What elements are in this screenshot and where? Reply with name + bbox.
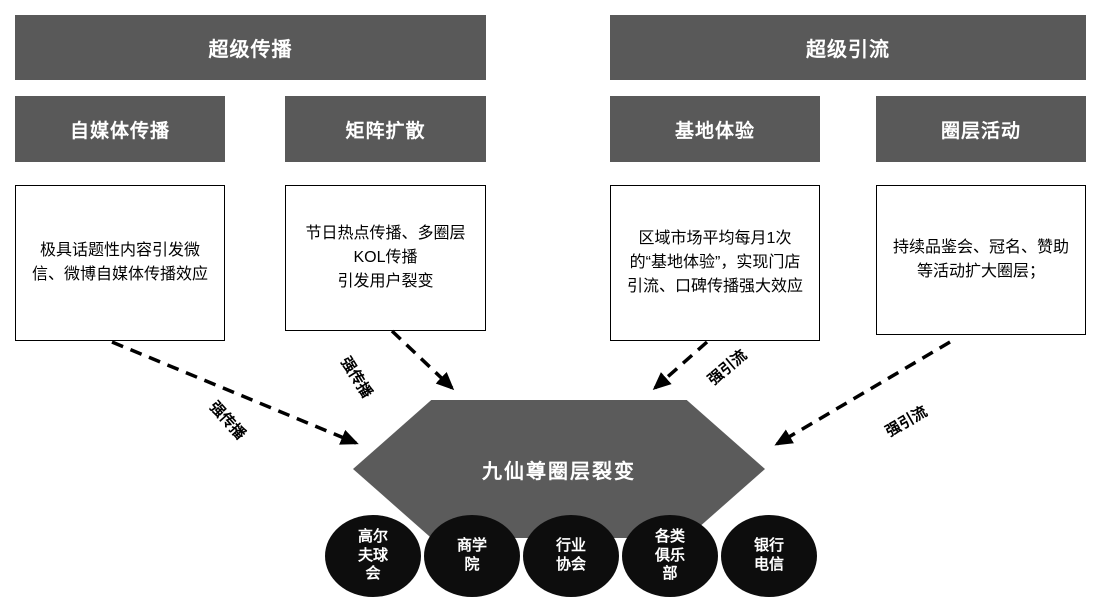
audience-golf-club: 高尔夫球会 (325, 515, 421, 597)
arrow-label-strong-spread-1: 强传播 (205, 398, 249, 444)
desc-text-base-experience: 区域市场平均每月1次的“基地体验”，实现门店引流、口碑传播强大效应 (626, 230, 803, 295)
desc-box-matrix-diffusion: 节日热点传播、多圈层KOL传播 引发用户裂变 (285, 185, 486, 331)
header-super-spread: 超级传播 (15, 15, 486, 80)
desc-text-self-media: 极具话题性内容引发微信、微博自媒体传播效应 (31, 242, 208, 283)
audience-business-school-label: 商学院 (456, 537, 487, 573)
desc-box-base-experience: 区域市场平均每月1次的“基地体验”，实现门店引流、口碑传播强大效应 (610, 185, 820, 341)
audience-golf-club-label: 高尔夫球会 (357, 527, 388, 583)
header-super-traffic: 超级引流 (610, 15, 1086, 80)
audience-industry-association: 行业协会 (523, 515, 619, 597)
desc-text-matrix-diffusion: 节日热点传播、多圈层KOL传播 引发用户裂变 (305, 225, 466, 290)
arrow-label-strong-traffic-1: 强引流 (704, 346, 751, 389)
arrow-base-experience (652, 340, 709, 390)
desc-box-self-media: 极具话题性内容引发微信、微博自媒体传播效应 (15, 185, 225, 341)
subheader-self-media: 自媒体传播 (15, 96, 225, 162)
subheader-circle-activity: 圈层活动 (876, 96, 1086, 162)
arrow-label-strong-traffic-2: 强引流 (882, 403, 931, 441)
core-hexagon: 九仙尊圈层裂变 (353, 400, 765, 538)
desc-text-circle-activity: 持续品鉴会、冠名、赞助等活动扩大圈层； (892, 239, 1069, 280)
arrow-label-strong-spread-2: 强传播 (337, 353, 376, 402)
arrow-circle-activity (774, 340, 951, 446)
audience-clubs: 各类俱乐部 (622, 515, 718, 597)
subheader-base-experience: 基地体验 (610, 96, 820, 162)
audience-bank-telecom: 银行电信 (721, 515, 817, 597)
audience-business-school: 商学院 (424, 515, 520, 597)
audience-clubs-label: 各类俱乐部 (654, 527, 685, 583)
desc-box-circle-activity: 持续品鉴会、冠名、赞助等活动扩大圈层； (876, 185, 1086, 335)
audience-bank-telecom-label: 银行电信 (753, 537, 784, 573)
audience-industry-association-label: 行业协会 (555, 537, 586, 573)
subheader-matrix-diffusion: 矩阵扩散 (285, 96, 486, 162)
core-hexagon-label: 九仙尊圈层裂变 (482, 460, 636, 483)
arrow-matrix-diffusion (390, 329, 455, 391)
